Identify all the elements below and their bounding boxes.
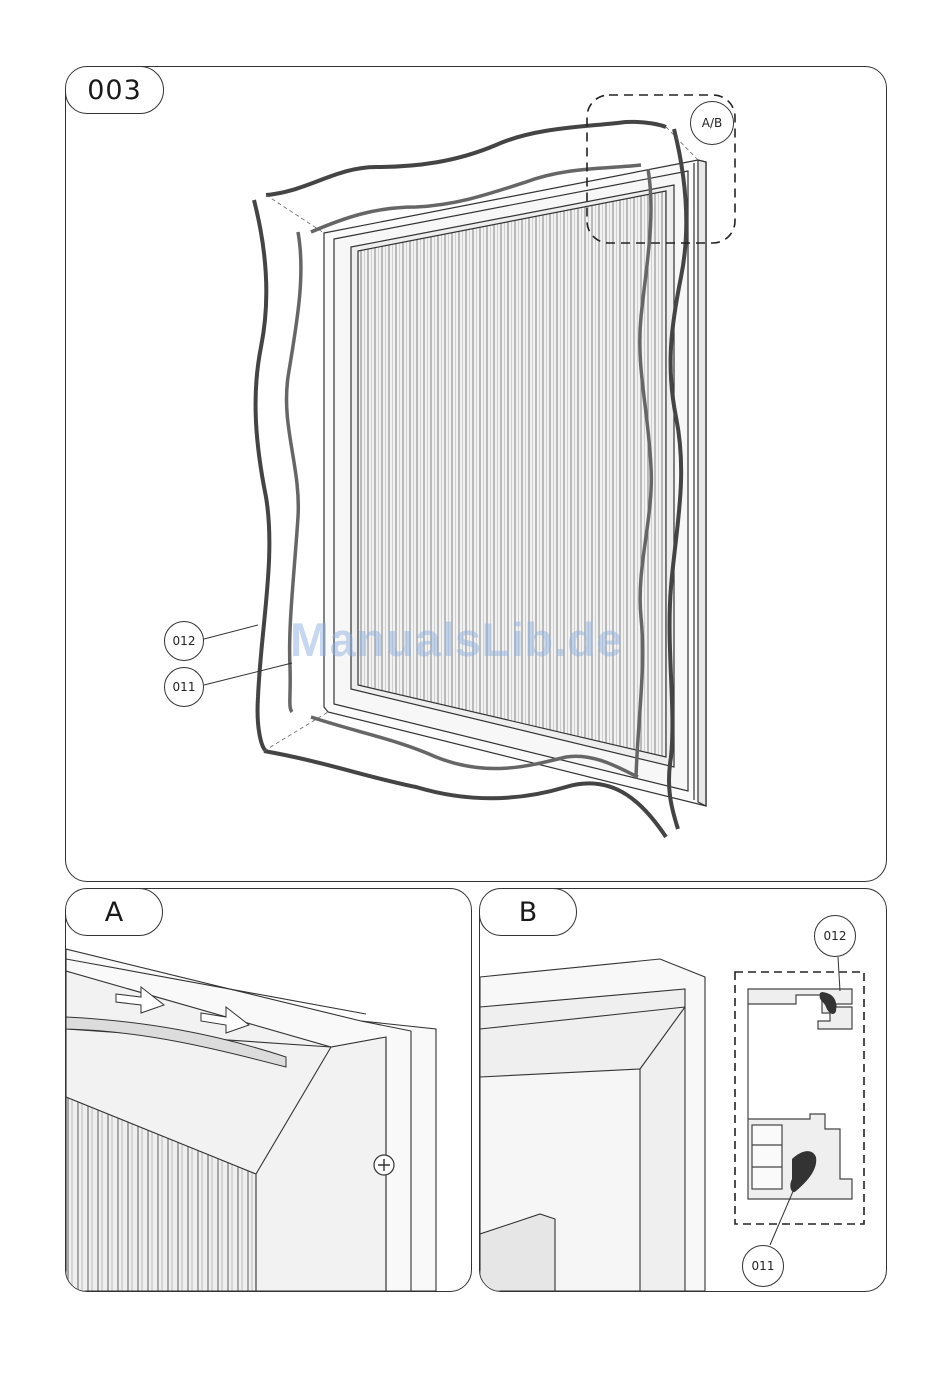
detail-b-panel: B 012 011 [479, 888, 887, 1292]
window-frame-drawing [66, 67, 886, 881]
callout-b-012: 012 [814, 915, 856, 957]
callout-b-011: 011 [742, 1245, 784, 1287]
detail-a-panel: A [65, 888, 472, 1292]
detail-a-drawing [66, 889, 471, 1291]
main-figure-panel: 003 [65, 66, 887, 882]
callout-part-011: 011 [164, 667, 204, 707]
detail-b-label: B [479, 888, 577, 936]
detail-a-label: A [65, 888, 163, 936]
watermark: ManualsLib.de [290, 612, 623, 667]
callout-detail-ref: A/B [690, 101, 734, 145]
callout-part-012: 012 [164, 621, 204, 661]
